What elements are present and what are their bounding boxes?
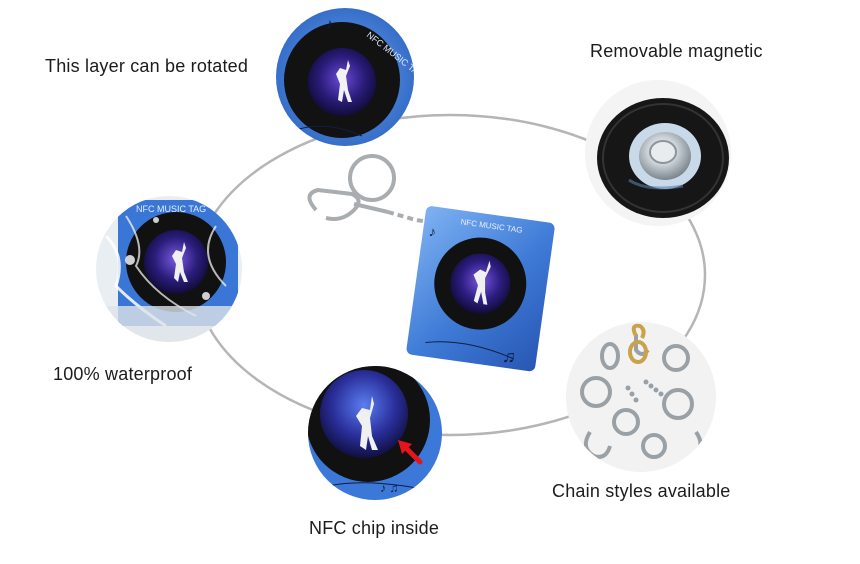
- treble-clef-icon: ♫: [501, 345, 517, 367]
- svg-text:♪ ♫: ♪ ♫: [380, 481, 398, 495]
- product-keychain-tag: NFC MUSIC TAG ♪ ♫: [292, 150, 562, 380]
- label-rotated: This layer can be rotated: [45, 56, 249, 76]
- label-chains: Chain styles available: [552, 481, 731, 501]
- photo-chain-styles: [566, 322, 716, 472]
- label-nfc: NFC chip inside: [309, 518, 440, 538]
- photo-magnetic-disc: [585, 80, 731, 226]
- photo-waterproof: NFC MUSIC TAG: [96, 196, 242, 342]
- keyring-icon: [307, 154, 431, 224]
- photo-rotated-layer: NFC MUSIC TAG ♪: [276, 8, 414, 146]
- label-waterproof: 100% waterproof: [53, 364, 193, 384]
- music-note-icon: ♪: [428, 223, 437, 240]
- label-magnetic: Removable magnetic: [590, 41, 763, 61]
- photo-nfc-chip: ♪ ♫: [308, 366, 442, 500]
- red-arrow-icon: [398, 440, 423, 465]
- svg-text:NFC MUSIC TAG: NFC MUSIC TAG: [136, 204, 206, 214]
- music-note-icon: ♪: [326, 15, 333, 31]
